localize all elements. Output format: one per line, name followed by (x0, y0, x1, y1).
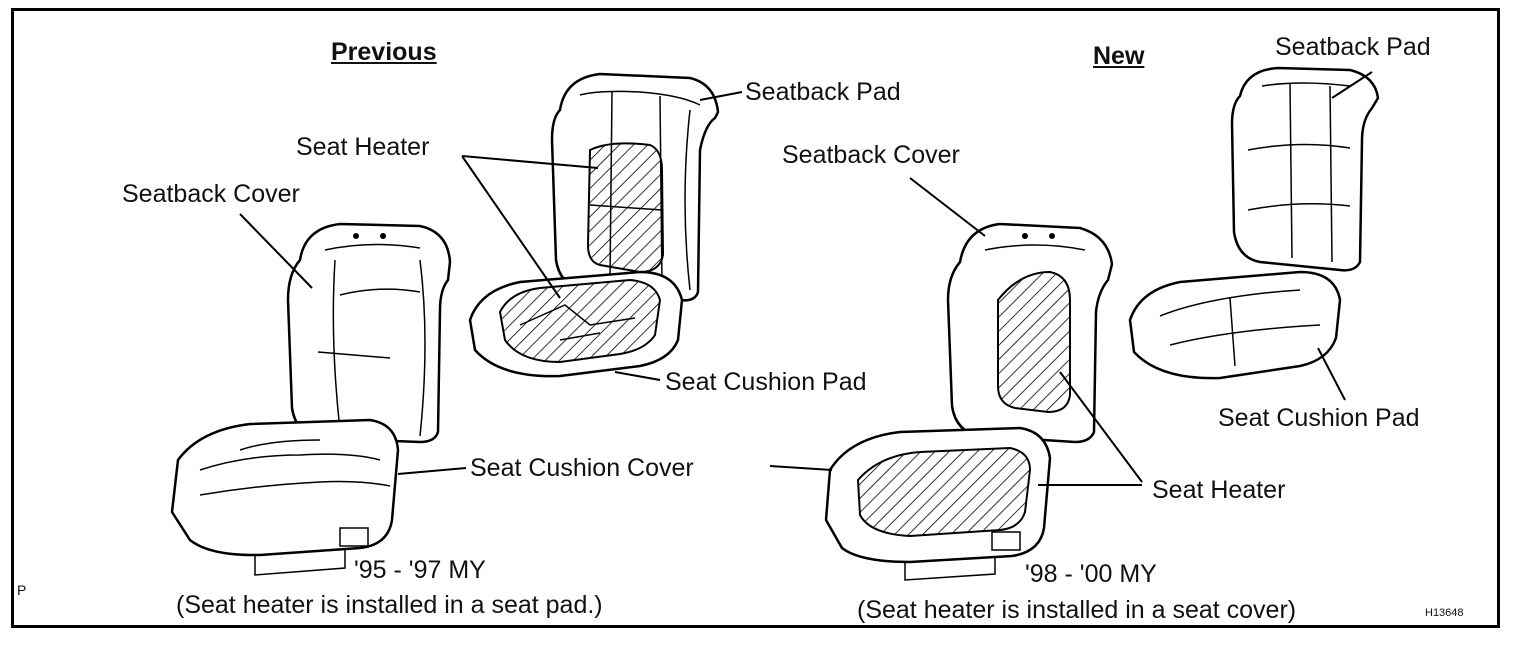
new-seatback-pad-drawing (1230, 66, 1380, 272)
prev-seat-cushion-pad-label: Seat Cushion Pad (665, 368, 867, 396)
prev-seatback-pad-drawing (550, 72, 720, 302)
new-model-years: '98 - '00 MY (1025, 560, 1157, 588)
new-seatback-cover-label: Seatback Cover (782, 141, 960, 169)
figure-code: H13648 (1425, 607, 1464, 619)
prev-note: (Seat heater is installed in a seat pad.… (176, 591, 603, 619)
new-heading: New (1093, 42, 1145, 70)
new-seat-cushion-pad-label: Seat Cushion Pad (1218, 404, 1420, 432)
prev-seat-cushion-cover-drawing (170, 418, 400, 576)
prev-seatback-pad-label: Seatback Pad (745, 78, 901, 106)
diagram-frame (11, 8, 1500, 628)
new-seat-cushion-pad-drawing (1128, 270, 1342, 380)
new-note: (Seat heater is installed in a seat cove… (857, 596, 1297, 624)
new-seat-heater-label: Seat Heater (1152, 476, 1286, 504)
prev-seat-cushion-pad-drawing (468, 270, 684, 378)
prev-seatback-cover-label: Seatback Cover (122, 180, 300, 208)
previous-heading: Previous (331, 38, 437, 66)
corner-mark: P (17, 582, 27, 598)
prev-model-years: '95 - '97 MY (354, 556, 486, 584)
new-seatback-pad-label: Seatback Pad (1275, 33, 1431, 61)
prev-seat-heater-label: Seat Heater (296, 133, 430, 161)
prev-seat-cushion-cover-label: Seat Cushion Cover (470, 454, 694, 482)
new-seat-cushion-cover-drawing (824, 426, 1052, 581)
prev-seatback-cover-drawing (286, 222, 452, 444)
